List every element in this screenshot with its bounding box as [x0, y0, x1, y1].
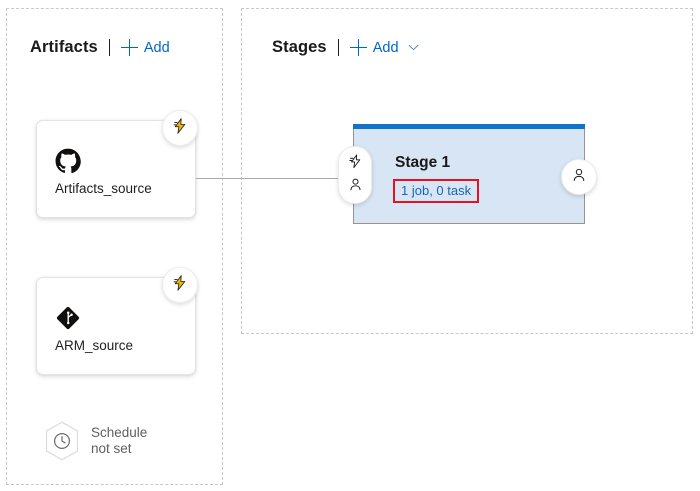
artifact-label: ARM_source — [55, 338, 134, 353]
artifacts-panel-header: Artifacts Add — [30, 38, 170, 57]
add-artifact-button[interactable]: Add — [120, 39, 170, 56]
stage-card[interactable]: Stage 1 1 job, 0 task — [353, 124, 585, 224]
add-stage-label: Add — [372, 39, 399, 56]
schedule-line-1: Schedule — [91, 425, 148, 440]
pre-deployment-conditions-badge[interactable] — [338, 146, 372, 204]
github-icon — [55, 148, 81, 174]
chevron-down-icon[interactable] — [407, 41, 420, 54]
stages-panel — [241, 8, 693, 334]
azure-repos-icon — [55, 305, 81, 331]
stage-jobs-tasks-link[interactable]: 1 job, 0 task — [393, 179, 480, 203]
schedule-trigger[interactable]: Schedule not set — [42, 420, 147, 462]
schedule-label: Schedule not set — [91, 425, 147, 457]
stage-name: Stage 1 — [395, 154, 451, 171]
schedule-line-2: not set — [91, 441, 132, 456]
artifacts-title: Artifacts — [30, 38, 98, 56]
artifact-trigger-badge[interactable] — [162, 110, 198, 146]
clock-hexagon-icon — [42, 420, 82, 462]
add-artifact-label: Add — [143, 39, 170, 56]
stages-title: Stages — [272, 38, 327, 56]
header-divider — [108, 39, 110, 56]
lightning-bolt-icon — [171, 274, 189, 297]
header-divider — [337, 39, 339, 56]
post-deployment-conditions-badge[interactable] — [561, 159, 597, 195]
add-stage-button[interactable]: Add — [349, 39, 399, 56]
artifacts-panel — [6, 8, 223, 485]
person-icon — [347, 176, 364, 198]
stage-accent-bar — [353, 124, 585, 129]
artifact-to-stage-connector — [196, 178, 344, 179]
lightning-bolt-icon — [347, 153, 364, 175]
artifact-trigger-badge[interactable] — [162, 267, 198, 303]
plus-icon — [349, 39, 367, 56]
lightning-bolt-icon — [171, 117, 189, 140]
artifact-label: Artifacts_source — [55, 181, 152, 196]
person-icon — [570, 166, 588, 189]
stages-panel-header: Stages Add — [272, 38, 420, 57]
plus-icon — [120, 39, 138, 56]
